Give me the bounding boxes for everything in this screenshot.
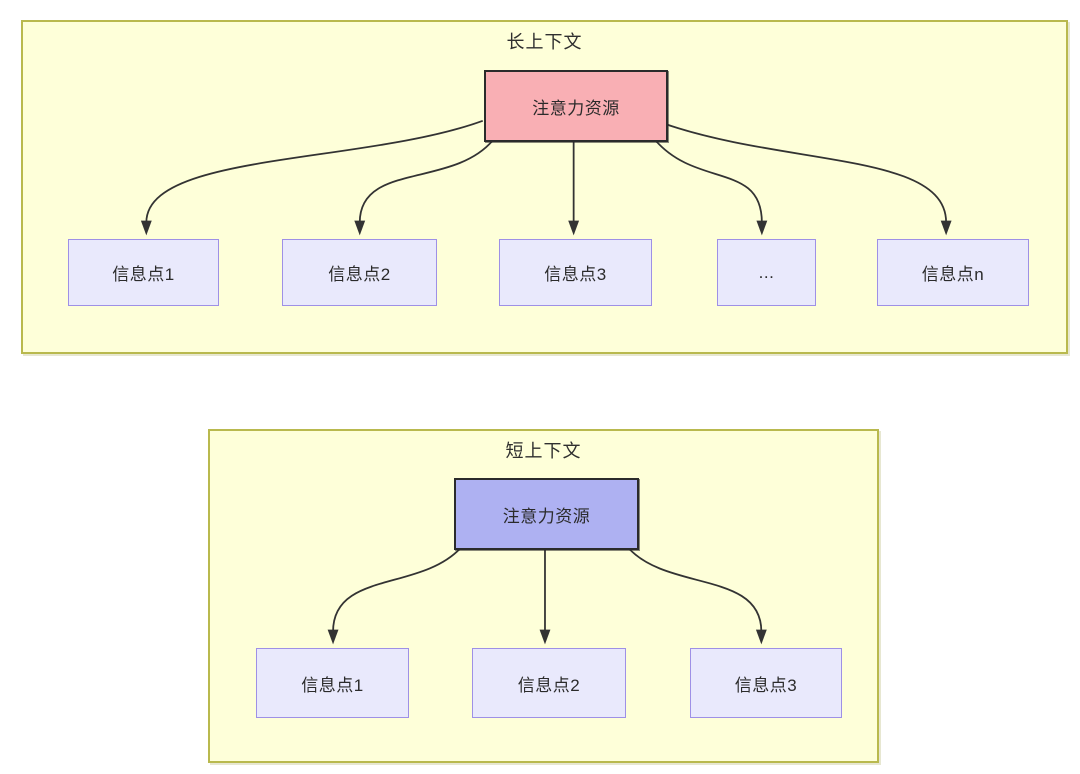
short-context-container: 短上下文 注意力资源 信息点1 信息点2 信息点3 bbox=[208, 429, 879, 763]
arrowhead-long-1 bbox=[140, 220, 152, 236]
short-context-title: 短上下文 bbox=[505, 441, 582, 461]
arrowhead-long-2 bbox=[354, 220, 366, 236]
short-attention-resource-node: 注意力资源 bbox=[454, 478, 639, 550]
short-info-node-1: 信息点1 bbox=[256, 648, 409, 718]
long-info-node-n: 信息点n bbox=[877, 239, 1029, 306]
long-attention-resource-node: 注意力资源 bbox=[484, 70, 668, 142]
arrow-short-3 bbox=[628, 547, 763, 632]
long-info-node-3: 信息点3 bbox=[499, 239, 652, 306]
arrow-long-1 bbox=[145, 119, 484, 223]
arrowhead-long-4 bbox=[756, 220, 768, 236]
arrowhead-short-3 bbox=[755, 629, 767, 645]
long-context-title: 长上下文 bbox=[506, 32, 583, 52]
arrowhead-long-5 bbox=[940, 220, 952, 236]
arrowhead-short-1 bbox=[327, 629, 339, 645]
arrowhead-short-2 bbox=[539, 629, 551, 645]
short-info-node-3: 信息点3 bbox=[690, 648, 842, 718]
long-info-node-1: 信息点1 bbox=[68, 239, 219, 306]
arrow-long-5 bbox=[664, 122, 948, 223]
arrow-long-2 bbox=[358, 139, 494, 223]
arrow-long-4 bbox=[654, 139, 763, 223]
arrow-short-1 bbox=[332, 547, 461, 632]
arrowhead-long-3 bbox=[568, 220, 580, 236]
long-info-node-ellipsis: ... bbox=[717, 239, 816, 306]
long-info-node-2: 信息点2 bbox=[282, 239, 437, 306]
long-context-container: 长上下文 注意力资源 信息点1 信息点2 信息点3 ... 信息点n bbox=[21, 20, 1068, 354]
short-info-node-2: 信息点2 bbox=[472, 648, 626, 718]
